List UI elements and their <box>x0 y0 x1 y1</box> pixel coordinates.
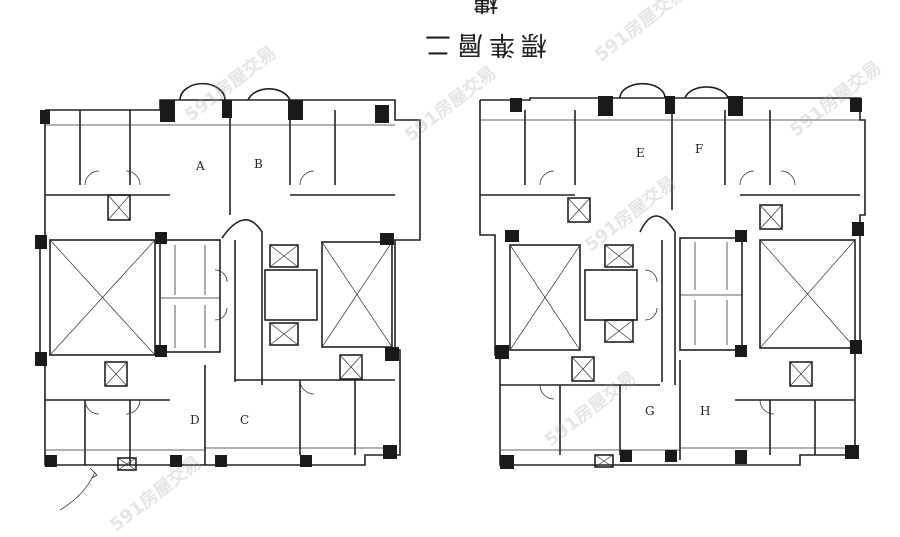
unit-label-d: D <box>190 413 200 427</box>
unit-label-c: C <box>240 413 249 427</box>
right-building <box>479 82 866 469</box>
unit-label-h: H <box>700 404 710 418</box>
floor-plan-drawing: A B C D E F G H <box>35 82 866 511</box>
unit-label-f: F <box>695 142 703 156</box>
unit-label-g: G <box>645 404 655 418</box>
unit-label-a: A <box>195 159 205 173</box>
unit-label-b: B <box>254 157 263 171</box>
unit-label-e: E <box>636 146 645 160</box>
left-building <box>35 82 421 511</box>
